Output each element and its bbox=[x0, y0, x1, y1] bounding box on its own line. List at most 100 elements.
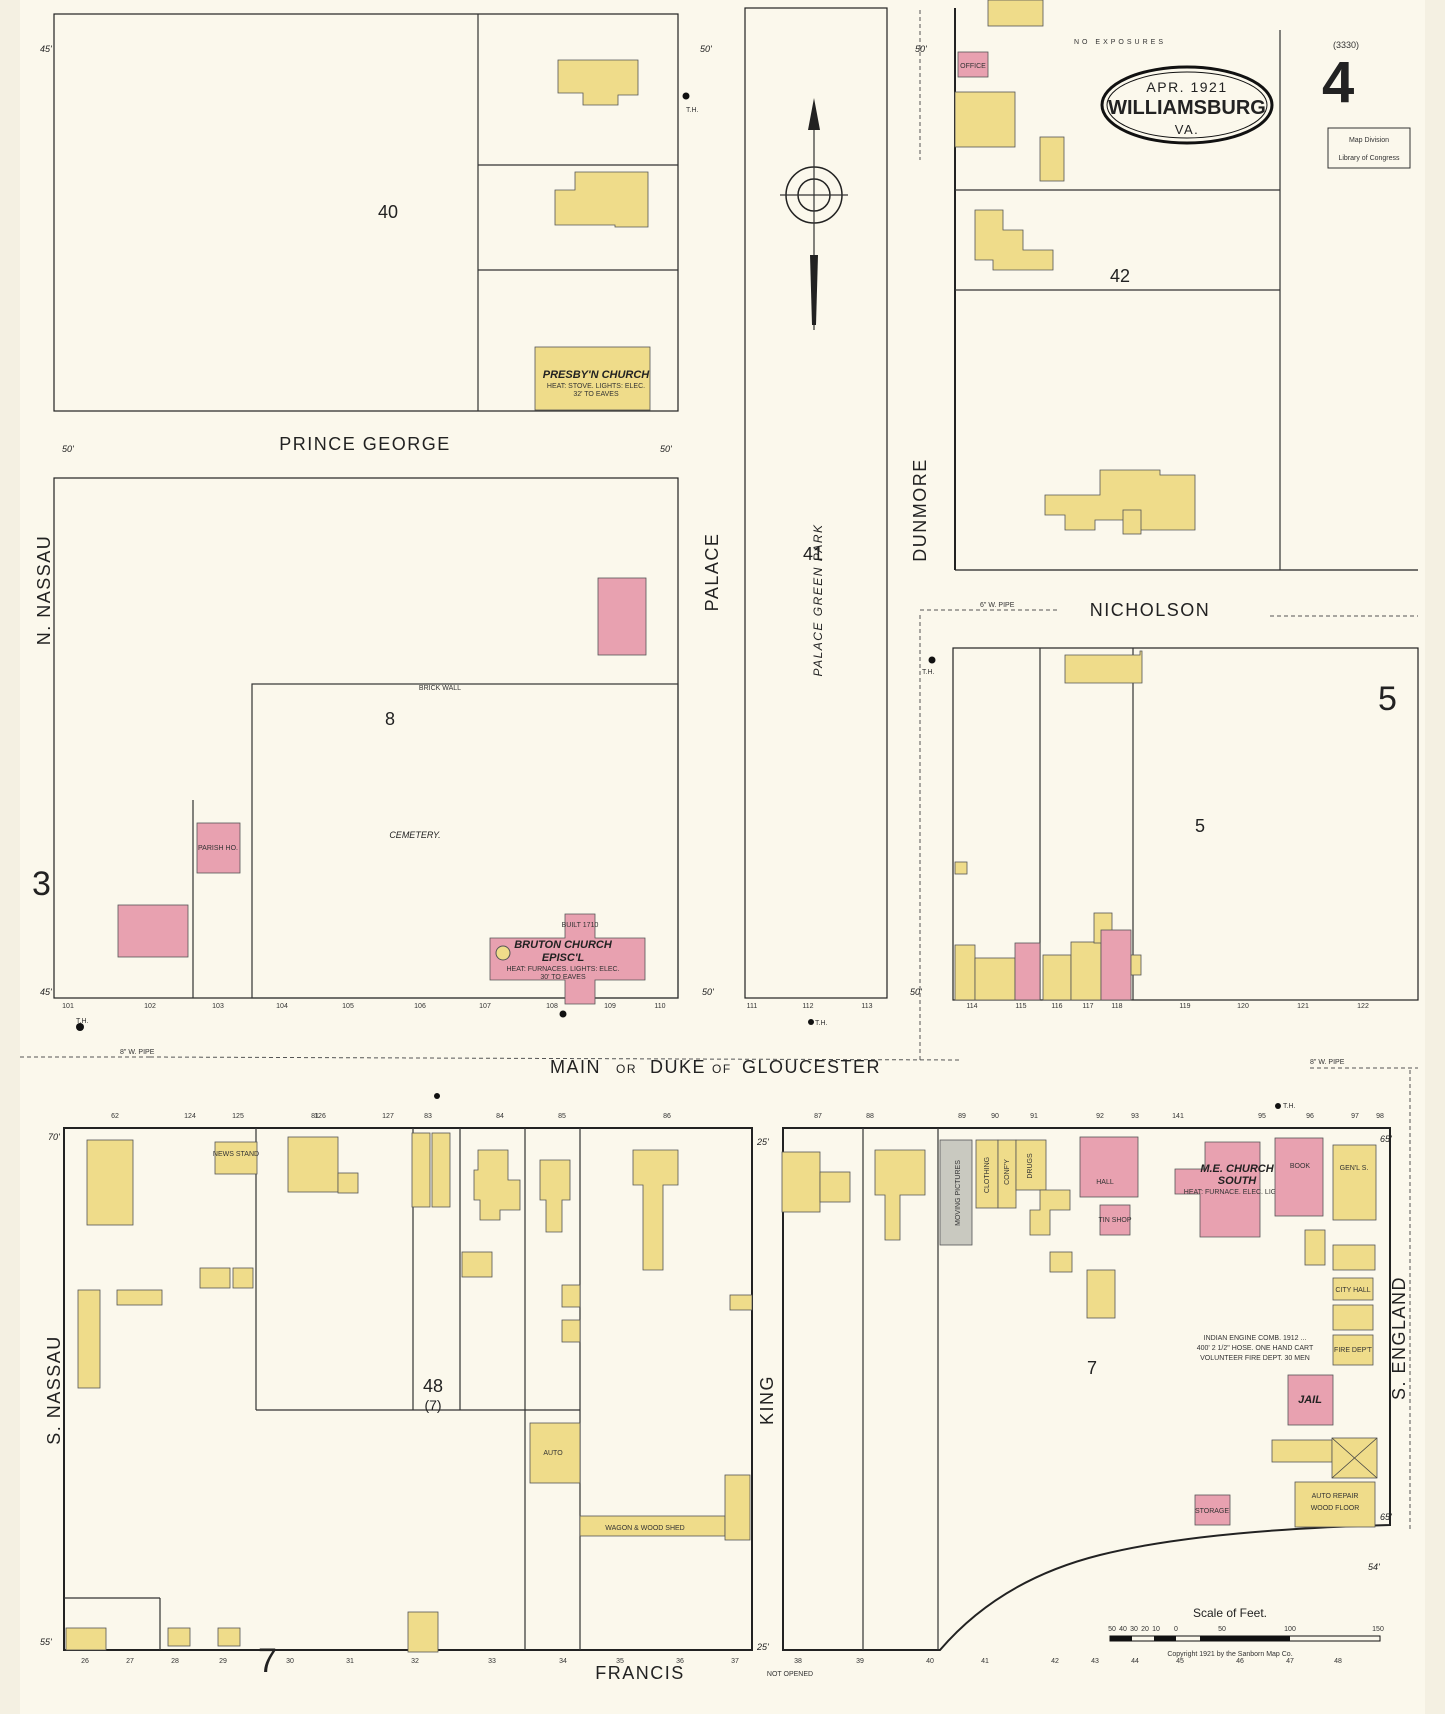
house-number: 90 bbox=[991, 1113, 999, 1120]
block-5: 5 bbox=[952, 647, 1419, 1001]
street-n-nassau: N. NASSAU bbox=[34, 535, 54, 646]
block-7: MOVING PICTURES CLOTHING CONF'Y DRUGS HA… bbox=[781, 1127, 1391, 1651]
house-number: 48 bbox=[1334, 1658, 1342, 1665]
pipe-label-8: 8" W. PIPE bbox=[120, 1049, 155, 1056]
dwelling bbox=[554, 171, 649, 228]
dimension-label: 50' bbox=[915, 44, 927, 54]
store-brick bbox=[1100, 929, 1132, 1001]
map-sheet bbox=[20, 0, 1425, 1714]
tin-shop-label: TIN SHOP bbox=[1098, 1217, 1131, 1224]
block-42: OFFICE 42 bbox=[954, 0, 1418, 571]
dwelling bbox=[473, 1149, 521, 1221]
house-number: 141 bbox=[1172, 1113, 1184, 1120]
house-number: 124 bbox=[184, 1113, 196, 1120]
house-number: 86 bbox=[663, 1113, 671, 1120]
block-48: NEWS STAND AUTO WAGON & WOOD SHED 48 (7) bbox=[63, 1127, 753, 1653]
store bbox=[974, 957, 1016, 1001]
dimension-label: 50' bbox=[660, 444, 672, 454]
house-number: 114 bbox=[966, 1003, 977, 1010]
house-number: 96 bbox=[1306, 1113, 1314, 1120]
th-label: T.H. bbox=[922, 669, 935, 676]
dimension-label: 70' bbox=[48, 1132, 60, 1142]
house-number: 41 bbox=[981, 1658, 989, 1665]
house-number: 81 bbox=[311, 1113, 319, 1120]
me-church-south bbox=[1174, 1141, 1261, 1238]
dimension-label: 50' bbox=[702, 987, 714, 997]
house-number: 122 bbox=[1357, 1003, 1369, 1010]
house-number: 42 bbox=[1051, 1658, 1059, 1665]
fire-dept-note: INDIAN ENGINE COMB. 1912 ... bbox=[1204, 1335, 1307, 1342]
house-number: 87 bbox=[814, 1113, 822, 1120]
store bbox=[954, 944, 976, 1001]
hall-label: HALL bbox=[1096, 1179, 1114, 1186]
adjacent-sheet-left: 3 bbox=[32, 865, 51, 903]
store bbox=[1070, 941, 1102, 1001]
auto-garage bbox=[1049, 1251, 1073, 1273]
house-number: 111 bbox=[747, 1003, 758, 1010]
scale-tick-label: 20 bbox=[1141, 1626, 1149, 1633]
block-number-40: 40 bbox=[378, 202, 398, 222]
hall bbox=[1079, 1136, 1139, 1198]
house-number: 45 bbox=[1176, 1658, 1184, 1665]
office-building bbox=[957, 51, 989, 78]
scale-tick-label: 30 bbox=[1130, 1626, 1138, 1633]
storage bbox=[1194, 1494, 1231, 1526]
house-number: 116 bbox=[1051, 1003, 1062, 1010]
palace-green-park: 41 PALACE GREEN PARK bbox=[744, 7, 888, 999]
presbyterian-church bbox=[534, 346, 651, 411]
house-number: 117 bbox=[1082, 1003, 1093, 1010]
pipe-label-6: 6" W. PIPE bbox=[980, 602, 1015, 609]
water-pipe bbox=[149, 1056, 961, 1061]
house-number: 46 bbox=[1236, 1658, 1244, 1665]
moving-pictures-label: MOVING PICTURES bbox=[955, 1160, 962, 1226]
map-date: APR. 1921 bbox=[1146, 79, 1227, 95]
block-number-5: 5 bbox=[1195, 816, 1205, 836]
street-king: KING bbox=[757, 1375, 777, 1425]
house-number: 93 bbox=[1131, 1113, 1139, 1120]
dwelling-brick bbox=[117, 904, 189, 958]
storage-label: STORAGE bbox=[1195, 1508, 1229, 1515]
house-number: 97 bbox=[1351, 1113, 1359, 1120]
fire-dept-note-2: 400' 2 1/2" HOSE. ONE HAND CART bbox=[1197, 1345, 1314, 1352]
millinery bbox=[411, 1132, 431, 1208]
dimension-label: 55' bbox=[40, 1637, 52, 1647]
house-number: 103 bbox=[212, 1003, 224, 1010]
house-number: 102 bbox=[144, 1003, 156, 1010]
city-hall-label: CITY HALL bbox=[1335, 1287, 1370, 1294]
store-brick bbox=[1014, 942, 1041, 1001]
fire-department bbox=[1332, 1334, 1374, 1366]
dwelling-brick bbox=[597, 577, 647, 656]
block-8: BRICK WALL PARISH HO. BRUTON CHURCH EPIS… bbox=[53, 477, 679, 1005]
presbyterian-church-note: HEAT: STOVE. LIGHTS: ELEC. bbox=[547, 383, 645, 390]
drugs-label: DRUGS bbox=[1027, 1153, 1034, 1179]
house-number: 115 bbox=[1015, 1003, 1026, 1010]
catalog-number: (3330) bbox=[1333, 40, 1359, 50]
scale-tick-label: 0 bbox=[1174, 1626, 1178, 1633]
auto-garage bbox=[529, 1422, 581, 1484]
confy-label: CONF'Y bbox=[1004, 1159, 1011, 1185]
house-number: 105 bbox=[342, 1003, 354, 1010]
clothing-label: CLOTHING bbox=[984, 1157, 991, 1193]
house-number: 31 bbox=[346, 1658, 354, 1665]
house-number: 32 bbox=[411, 1658, 419, 1665]
dwelling bbox=[874, 1149, 926, 1241]
dimension-label: 65' bbox=[1380, 1134, 1392, 1144]
street-dunmore: DUNMORE bbox=[910, 458, 930, 562]
stamp-line-2: Library of Congress bbox=[1338, 155, 1400, 162]
map-state: VA. bbox=[1175, 122, 1200, 137]
fire-dept-label: FIRE DEP'T bbox=[1334, 1347, 1373, 1354]
wood-floor-label: WOOD FLOOR bbox=[1311, 1505, 1360, 1512]
dwelling bbox=[954, 91, 1016, 148]
house-number: 120 bbox=[1237, 1003, 1249, 1010]
hydrant-markers bbox=[76, 92, 1281, 1109]
house-number: 36 bbox=[676, 1658, 684, 1665]
dwelling bbox=[287, 1136, 339, 1193]
dwelling bbox=[1086, 1269, 1116, 1319]
house-number: 107 bbox=[479, 1003, 491, 1010]
auto-repair-label: AUTO REPAIR bbox=[1312, 1493, 1359, 1500]
general-store bbox=[1332, 1144, 1377, 1221]
dwelling bbox=[974, 209, 1054, 271]
jewelry bbox=[431, 1132, 451, 1208]
street-prince-george: PRINCE GEORGE bbox=[279, 434, 451, 454]
